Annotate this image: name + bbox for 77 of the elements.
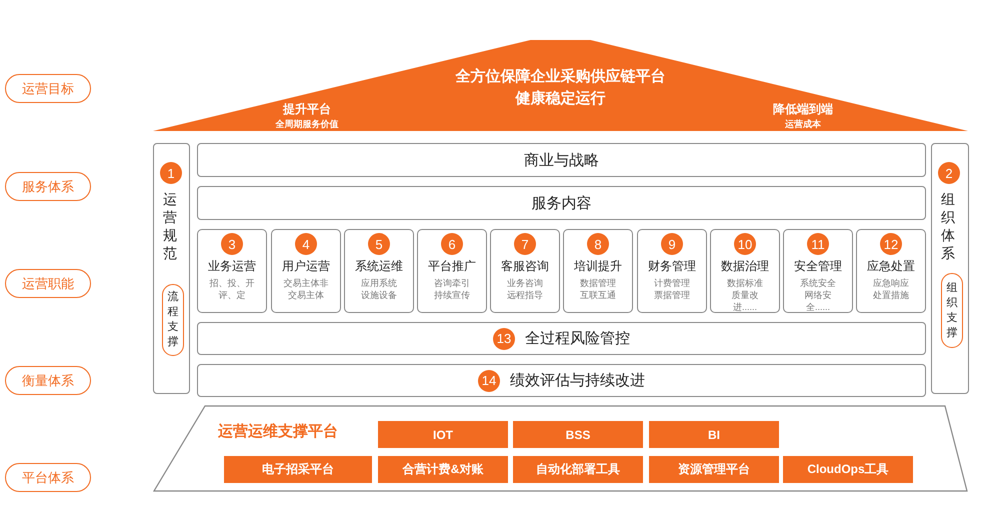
card-subtitle: 招、投、开评、定 — [210, 277, 254, 301]
number-badge: 13 — [493, 328, 515, 350]
number-badge: 8 — [587, 233, 609, 255]
number-badge: 6 — [441, 233, 463, 255]
support-label: 组织支撑 — [941, 273, 963, 348]
platform-tag: 自动化部署工具 — [513, 456, 643, 483]
card-subtitle: 数据标准质量改进...... — [726, 277, 764, 313]
number-badge: 4 — [295, 233, 317, 255]
category-label: 运营目标 — [5, 74, 91, 103]
roof-goal: 降低端到端 — [772, 101, 834, 118]
card-subtitle: 应急响应处置措施 — [872, 277, 910, 301]
platform-tag: BSS — [513, 421, 643, 448]
function-card — [417, 229, 487, 313]
card-title: 用户运营 — [282, 258, 330, 275]
platform-tag: 合营计费&对账 — [378, 456, 508, 483]
card-title: 业务运营 — [208, 258, 256, 275]
number-badge: 11 — [807, 233, 829, 255]
section-bar — [197, 186, 926, 220]
platform-tag: 资源管理平台 — [649, 456, 779, 483]
platform-title: 运营运维支撑平台 — [218, 422, 338, 441]
number-badge: 2 — [938, 162, 960, 184]
card-subtitle: 应用系统设施设备 — [360, 277, 398, 301]
category-label: 衡量体系 — [5, 366, 91, 395]
number-badge: 12 — [880, 233, 902, 255]
bar-title: 绩效评估与持续改进 — [510, 371, 645, 390]
bar-title: 服务内容 — [532, 194, 592, 212]
card-subtitle: 交易主体非交易主体 — [284, 277, 328, 301]
number-badge: 5 — [368, 233, 390, 255]
number-badge: 14 — [478, 370, 500, 392]
section-bar — [197, 364, 926, 397]
function-card — [637, 229, 707, 313]
card-title: 安全管理 — [794, 258, 842, 275]
number-badge: 7 — [514, 233, 536, 255]
platform-tag: BI — [649, 421, 779, 448]
support-label: 流程支撑 — [162, 284, 184, 356]
pillar-panel — [153, 143, 190, 394]
number-badge: 3 — [221, 233, 243, 255]
bar-title: 全过程风险管控 — [525, 329, 630, 348]
roof-goal: 提升平台 — [282, 101, 332, 118]
platform-tag: 电子招采平台 — [224, 456, 372, 483]
card-title: 培训提升 — [574, 258, 622, 275]
category-label: 运营职能 — [5, 269, 91, 298]
section-bar — [197, 143, 926, 177]
category-label: 平台体系 — [5, 463, 91, 492]
function-card — [783, 229, 853, 313]
function-card — [490, 229, 560, 313]
function-card — [271, 229, 341, 313]
function-card — [344, 229, 414, 313]
card-subtitle: 数据管理互联互通 — [578, 277, 617, 301]
bar-title: 商业与战略 — [524, 150, 599, 170]
card-subtitle: 计费管理票据管理 — [652, 277, 691, 301]
platform-tag: IOT — [378, 421, 508, 448]
card-title: 财务管理 — [648, 258, 696, 275]
platform-tag: CloudOps工具 — [783, 456, 913, 483]
roof-goal-note: 运营成本 — [784, 118, 822, 131]
pillar-panel — [931, 143, 969, 394]
card-subtitle: 系统安全网络安全...... — [798, 277, 837, 313]
number-badge: 9 — [661, 233, 683, 255]
number-badge: 1 — [160, 162, 182, 184]
roof-heading: 全方位保障企业采购供应链平台健康稳定运行 — [454, 67, 666, 109]
card-title: 客服咨询 — [501, 258, 549, 275]
function-card — [197, 229, 267, 313]
number-badge: 10 — [734, 233, 756, 255]
function-card — [710, 229, 780, 313]
function-card — [563, 229, 633, 313]
category-label: 服务体系 — [5, 172, 91, 201]
card-subtitle: 咨询牵引持续宣传 — [432, 277, 471, 301]
card-title: 数据治理 — [721, 258, 769, 275]
card-subtitle: 业务咨询远程指导 — [506, 277, 544, 301]
card-title: 系统运维 — [355, 258, 403, 275]
roof-goal-note: 全周期服务价值 — [274, 118, 340, 131]
pillar-title: 运营规范 — [163, 190, 177, 262]
pillar-title: 组织体系 — [941, 190, 955, 262]
card-title: 平台推广 — [428, 258, 476, 275]
card-title: 应急处置 — [867, 258, 915, 275]
function-card — [856, 229, 926, 313]
section-bar — [197, 322, 926, 355]
